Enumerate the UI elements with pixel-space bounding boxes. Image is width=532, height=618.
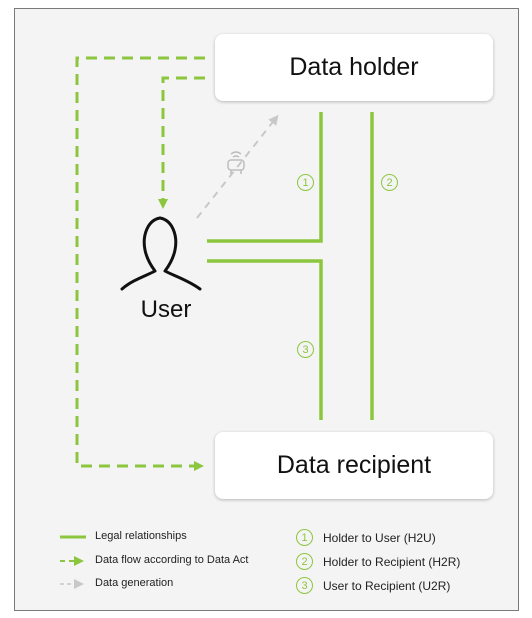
diagram-frame (14, 8, 519, 611)
key-marker-3: 3 (296, 577, 313, 594)
marker-h2u: 1 (297, 174, 314, 191)
legend-generation-text: Data generation (95, 577, 174, 589)
person-outline-icon (120, 216, 202, 291)
connected-device-icon (227, 151, 245, 174)
data-holder-box: Data holder (215, 34, 493, 101)
legend-flow-text: Data flow according to Data Act (95, 554, 249, 566)
user-label: User (140, 296, 192, 323)
key-marker-2: 2 (296, 553, 313, 570)
legal-relationship-h2u (207, 112, 323, 243)
data-generation-arrow (196, 114, 279, 219)
legal-relationship-u2r (207, 259, 323, 420)
key-label-u2r: User to Recipient (U2R) (323, 579, 451, 593)
data-flow-holder-to-user (158, 76, 205, 209)
marker-h2r: 2 (381, 174, 398, 191)
key-label-h2u: Holder to User (H2U) (323, 531, 436, 545)
key-marker-1: 1 (296, 529, 313, 546)
key-label-h2r: Holder to Recipient (H2R) (323, 555, 461, 569)
legend-legal-text: Legal relationships (95, 530, 187, 542)
data-recipient-box: Data recipient (215, 432, 493, 499)
marker-u2r: 3 (297, 341, 314, 358)
data-flow-holder-to-recipient (75, 56, 205, 471)
